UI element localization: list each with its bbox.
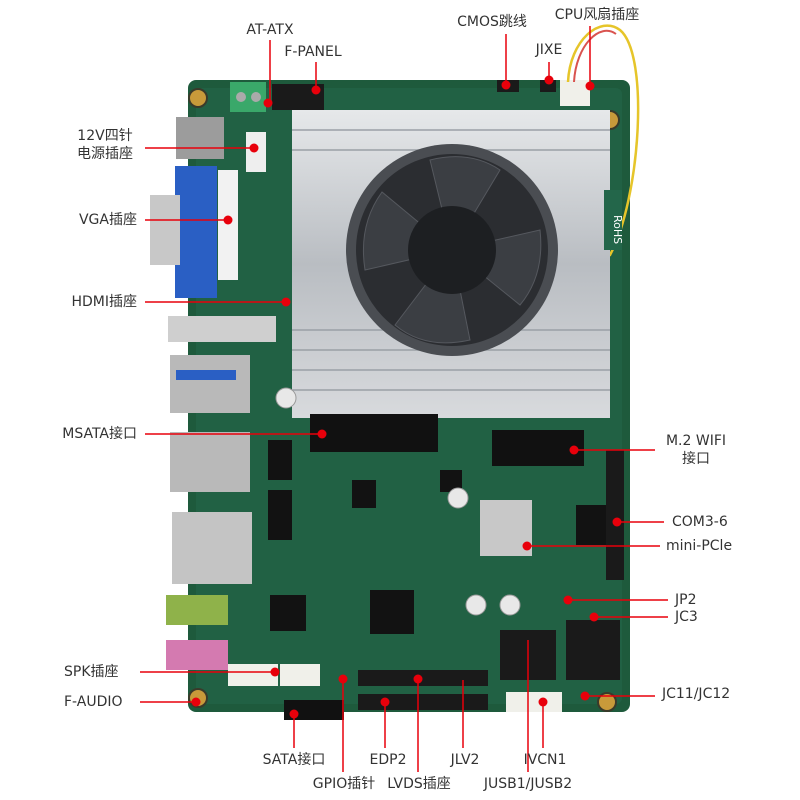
label-gpio: GPIO插针 <box>312 776 376 792</box>
label-m2-wifi-line1: M.2 WIFI <box>665 433 727 449</box>
label-f-audio: F-AUDIO <box>64 694 123 710</box>
label-cpu-fan: CPU风扇插座 <box>554 7 640 23</box>
cpu-fan-connector <box>560 80 590 106</box>
label-at-atx: AT-ATX <box>246 22 294 38</box>
label-f-panel: F-PANEL <box>284 44 342 60</box>
mounting-holes <box>188 88 620 712</box>
ivcn-connector <box>506 692 562 712</box>
callout-dots <box>191 75 622 719</box>
sata-port <box>284 700 344 720</box>
label-hdmi: HDMI插座 <box>71 294 137 310</box>
label-12v-power: 12V四针 电源插座 <box>70 127 140 163</box>
ethernet-port <box>172 512 252 584</box>
label-jlv2: JLV2 <box>450 752 480 768</box>
label-jusb: JUSB1/JUSB2 <box>483 776 573 792</box>
label-12v-power-line2: 电源插座 <box>77 146 133 162</box>
callout-lines <box>140 26 668 772</box>
m2-slot <box>492 430 584 466</box>
hdmi-port <box>168 316 276 342</box>
label-mini-pcie: mini-PCle <box>666 538 733 554</box>
lvds-header <box>358 670 488 686</box>
label-jc11-jc12: JC11/JC12 <box>662 686 731 702</box>
vga-port <box>175 166 217 298</box>
label-jp2: JP2 <box>675 592 697 608</box>
label-m2-wifi-line2: 接口 <box>682 451 710 467</box>
audio-jack-green <box>166 595 228 625</box>
label-lvds: LVDS插座 <box>387 776 451 792</box>
label-vga: VGA插座 <box>78 212 137 228</box>
label-spk: SPK插座 <box>64 664 119 680</box>
msata-slot <box>310 414 438 452</box>
label-jc3: JC3 <box>675 609 698 625</box>
audio-jack-pink <box>166 640 228 670</box>
label-cmos: CMOS跳线 <box>457 14 527 30</box>
label-sata: SATA接口 <box>262 752 326 768</box>
usb-port <box>170 432 250 492</box>
label-com: COM3-6 <box>672 514 728 530</box>
label-12v-power-line1: 12V四针 <box>77 128 133 144</box>
label-msata: MSATA接口 <box>62 426 137 442</box>
power-jack <box>176 117 224 159</box>
edp-header <box>358 694 488 710</box>
label-jixe: JIXE <box>535 42 563 58</box>
label-ivcn1: IVCN1 <box>523 752 567 768</box>
rohs-marking: RoHS <box>611 215 624 244</box>
label-m2-wifi: M.2 WIFI 接口 <box>660 432 732 468</box>
label-edp2: EDP2 <box>369 752 407 768</box>
usb3-port <box>170 355 250 413</box>
